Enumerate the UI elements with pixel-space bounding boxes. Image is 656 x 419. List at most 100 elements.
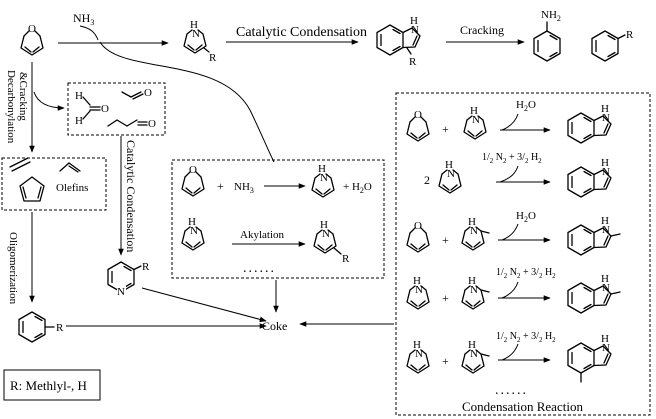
r4-methylpyrrole: H N [461,275,490,310]
condensation-reaction-label: Condensation Reaction [462,399,583,414]
r1-furan: O [406,109,430,142]
olefins-label: Olefins [56,182,88,194]
nh3-curve [79,25,99,41]
svg-text:N: N [192,28,200,40]
svg-text:R: R [409,56,417,68]
svg-text:N: N [602,112,610,124]
svg-text:N: N [470,284,478,296]
svg-text:R: R [56,322,64,334]
alkylbenzene-top: R [591,29,634,62]
olefins-box [1,157,107,211]
svg-text:N: N [447,168,455,180]
r5-methylindole: H N [567,333,612,383]
svg-text:N: N [415,284,423,296]
svg-text:H: H [445,159,453,171]
svg-text:H: H [468,275,476,287]
inner-nh3: NH3 [234,181,254,195]
r4-methylindole: H N [567,273,621,314]
cracking-label: Cracking [460,23,504,37]
svg-text:N: N [322,228,330,240]
svg-text:O: O [148,118,156,130]
r2-pyrrole: H N [438,159,462,194]
svg-text:N: N [470,348,478,360]
alkylbenzene-bottom: R [18,311,64,343]
catalytic-condensation-top: Catalytic Condensation [236,25,367,40]
pyridine: N R [107,261,150,298]
r5-plus: + [442,354,449,368]
r4-plus: + [442,291,449,305]
inner-h2o: + H2O [343,181,372,195]
cyclopentadiene [19,176,45,202]
akylation-label: Akylation [240,229,284,241]
svg-text:H: H [468,216,476,228]
svg-text:H: H [601,333,609,345]
propanal: O [107,118,156,130]
svg-text:NH2: NH2 [541,9,561,23]
legend-box [3,369,101,401]
curve-to-inner-box [99,41,275,163]
svg-text:H: H [601,273,609,285]
acetaldehyde: O [121,87,152,100]
formaldehyde: H H O [75,90,109,127]
svg-text:R: R [626,29,634,41]
inner-pyrrole-reactant: H N [181,216,205,251]
r1-plus: + [442,122,449,136]
r2-coef: 2 [424,173,430,187]
inner-dots: ...... [243,261,276,276]
aniline: NH2 [533,9,561,62]
svg-text:H: H [318,163,326,175]
r4-n2h2: 1/2 N2 + 3/2 H2 [496,267,556,280]
inner-pyrrole-product: H N [311,163,335,198]
nh3-top-label: NH3 [73,11,94,27]
arrow-to-aldehydes [33,91,65,111]
svg-text:O: O [414,220,422,232]
svg-text:N: N [472,114,480,126]
r3-plus: + [442,233,449,247]
svg-text:N: N [470,225,478,237]
svg-text:R: R [142,261,150,273]
r3-h2o: H2O [516,210,536,224]
r2-side-arrow [499,165,519,183]
pyrrole-top: H N R [183,19,217,64]
propylene [59,162,81,173]
condensation-box [395,92,651,416]
svg-text:O: O [144,87,152,99]
r5-pyrrole: H N [406,339,430,374]
r1-h2o: H2O [516,99,536,113]
svg-text:H: H [413,339,421,351]
svg-text:H: H [320,219,328,231]
svg-text:N: N [411,24,419,36]
cracking-label-2: &Cracking [17,72,29,121]
catalytic-condensation-vertical: Catalytic Condensation [124,140,138,252]
inner-alkylpyrrole: H N R [313,219,350,265]
svg-text:N: N [320,172,328,184]
ethylene [9,157,31,172]
svg-text:H: H [188,216,196,228]
r5-side-arrow [501,343,519,361]
svg-text:H: H [190,19,198,31]
r4-pyrrole: H N [406,275,430,310]
svg-text:N: N [190,225,198,237]
indole-top: H N R [376,15,421,68]
inner-furan: O [181,164,205,197]
svg-text:R: R [209,52,217,64]
r2-indole: H N [567,157,612,198]
svg-text:H: H [410,15,418,27]
svg-text:H: H [470,105,478,117]
svg-text:N: N [117,286,125,298]
svg-text:H: H [601,157,609,169]
r3-side-arrow [501,223,519,241]
svg-text:R: R [342,253,350,265]
svg-text:N: N [602,224,610,236]
aldehydes-box [67,82,166,136]
svg-text:H: H [468,339,476,351]
svg-text:N: N [415,348,423,360]
svg-text:N: N [602,166,610,178]
oligomerization-label: Oligomerization [7,232,19,305]
svg-text:H: H [601,215,609,227]
svg-text:H: H [75,90,83,102]
inner-reaction-box [171,159,385,279]
svg-text:O: O [28,23,36,35]
inner-plus: + [217,179,224,193]
